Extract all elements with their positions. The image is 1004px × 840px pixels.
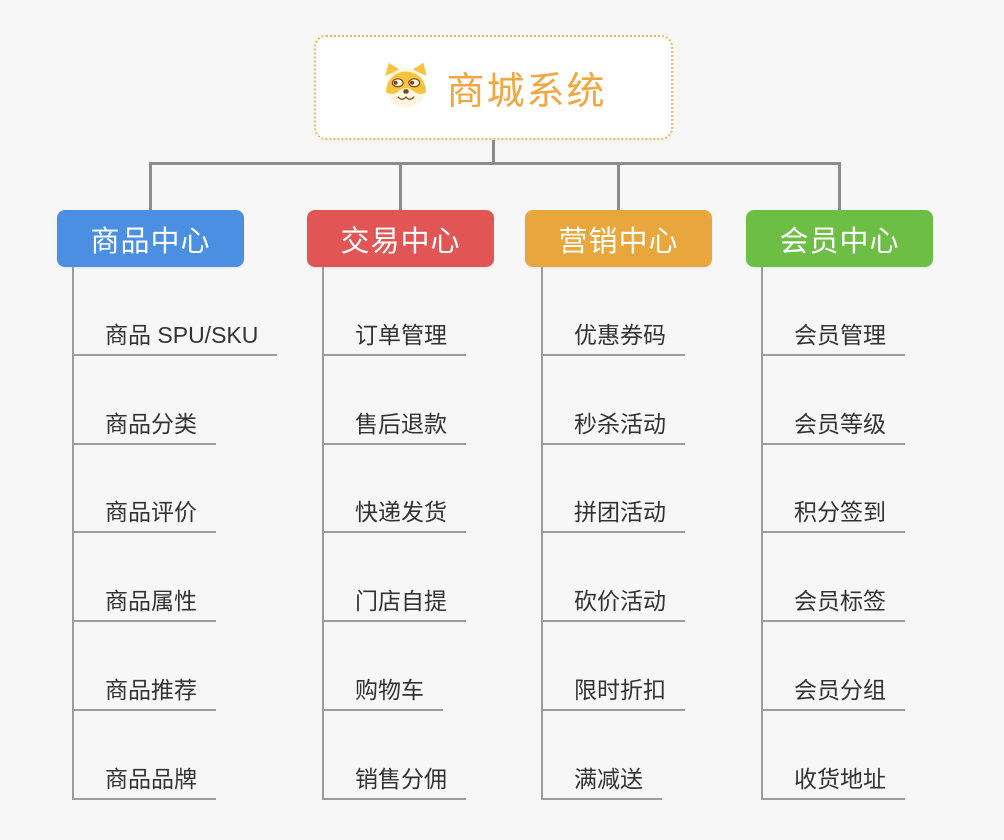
child-node-label: 订单管理 — [355, 321, 447, 348]
child-node-label: 商品属性 — [105, 588, 197, 614]
child-node[interactable]: 优惠券码 — [543, 267, 685, 356]
child-node-label: 积分签到 — [794, 499, 886, 526]
connector-stub-branch-3 — [617, 162, 620, 210]
child-node[interactable]: 销售分佣 — [324, 711, 466, 800]
branch-box-trade-center[interactable]: 交易中心 — [307, 210, 494, 267]
connector-stub-branch-1 — [149, 162, 152, 210]
child-node[interactable]: 会员分组 — [763, 622, 905, 711]
child-node-label: 满减送 — [574, 765, 643, 792]
child-node[interactable]: 快递发货 — [324, 445, 466, 534]
child-node-label: 秒杀活动 — [574, 410, 666, 437]
child-node-label: 会员管理 — [794, 321, 886, 348]
child-node[interactable]: 订单管理 — [324, 267, 466, 356]
child-node[interactable]: 砍价活动 — [543, 533, 685, 622]
child-node-label: 会员标签 — [794, 588, 886, 614]
child-node-label: 购物车 — [355, 676, 424, 703]
child-node-label: 销售分佣 — [355, 765, 447, 792]
child-node-label: 会员分组 — [794, 676, 886, 703]
child-node[interactable]: 满减送 — [543, 711, 662, 800]
branch-children-member-center: 会员管理 会员等级 积分签到 会员标签 会员分组 收货地址 — [761, 267, 905, 800]
child-node[interactable]: 门店自提 — [324, 533, 466, 622]
child-node-label: 收货地址 — [794, 765, 886, 792]
branch-box-member-center[interactable]: 会员中心 — [746, 210, 933, 267]
child-node[interactable]: 收货地址 — [763, 711, 905, 800]
child-node-label: 商品品牌 — [105, 765, 197, 792]
child-node-label: 门店自提 — [355, 588, 447, 614]
child-node-label: 拼团活动 — [574, 499, 666, 526]
child-node[interactable]: 积分签到 — [763, 445, 905, 534]
child-node-label: 售后退款 — [355, 410, 447, 437]
connector-stub-branch-4 — [838, 162, 841, 210]
branch-label: 营销中心 — [558, 225, 679, 258]
child-node[interactable]: 会员管理 — [763, 267, 905, 356]
branch-label: 会员中心 — [779, 225, 900, 258]
child-node[interactable]: 商品属性 — [74, 533, 216, 622]
child-node-label: 优惠券码 — [574, 321, 666, 348]
branch-box-marketing-center[interactable]: 营销中心 — [525, 210, 712, 267]
child-node-label: 商品 SPU/SKU — [105, 321, 259, 348]
branch-children-product-center: 商品 SPU/SKU 商品分类 商品评价 商品属性 商品推荐 商品品牌 — [72, 267, 278, 800]
branch-label: 交易中心 — [340, 225, 461, 258]
child-node-label: 商品分类 — [105, 410, 197, 437]
child-node[interactable]: 商品品牌 — [74, 711, 216, 800]
connector-horizontal — [149, 162, 841, 165]
child-node[interactable]: 会员标签 — [763, 533, 905, 622]
child-node-label: 限时折扣 — [574, 676, 666, 703]
connector-stub-branch-2 — [399, 162, 402, 210]
child-node[interactable]: 售后退款 — [324, 356, 466, 445]
child-node[interactable]: 拼团活动 — [543, 445, 685, 534]
child-node[interactable]: 商品分类 — [74, 356, 216, 445]
child-node[interactable]: 商品 SPU/SKU — [74, 267, 278, 356]
shiba-dog-icon — [385, 62, 428, 108]
child-node-label: 商品评价 — [105, 499, 197, 526]
root-node[interactable]: 商城系统 — [314, 35, 673, 140]
child-node[interactable]: 限时折扣 — [543, 622, 685, 711]
child-node-label: 商品推荐 — [105, 676, 197, 703]
branch-children-trade-center: 订单管理 售后退款 快递发货 门店自提 购物车 销售分佣 — [322, 267, 466, 800]
child-node-label: 会员等级 — [794, 410, 886, 437]
connector-root-stub — [492, 140, 495, 163]
branch-label: 商品中心 — [90, 225, 211, 258]
child-node[interactable]: 会员等级 — [763, 356, 905, 445]
branch-box-product-center[interactable]: 商品中心 — [57, 210, 244, 267]
child-node[interactable]: 商品推荐 — [74, 622, 216, 711]
child-node[interactable]: 秒杀活动 — [543, 356, 685, 445]
child-node[interactable]: 商品评价 — [74, 445, 216, 534]
root-title: 商城系统 — [446, 71, 607, 113]
child-node-label: 砍价活动 — [574, 588, 666, 614]
branch-children-marketing-center: 优惠券码 秒杀活动 拼团活动 砍价活动 限时折扣 满减送 — [541, 267, 685, 800]
child-node-label: 快递发货 — [355, 499, 447, 526]
child-node[interactable]: 购物车 — [324, 622, 443, 711]
